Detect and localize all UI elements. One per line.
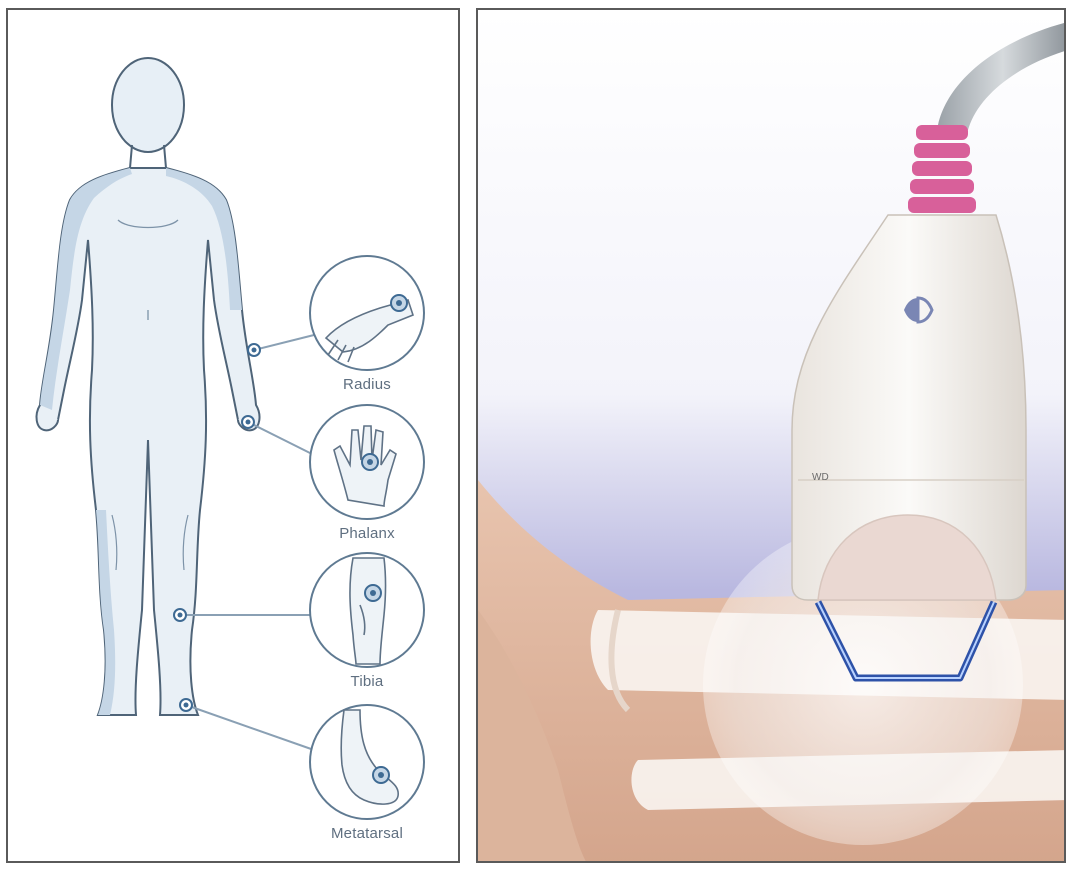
metatarsal-site bbox=[310, 705, 424, 819]
radius-label: Radius bbox=[297, 376, 437, 393]
radius-site bbox=[310, 256, 424, 370]
body-diagram-panel: Radius Phalanx Tibia Metatarsal bbox=[6, 8, 460, 863]
probe-strain-relief bbox=[908, 125, 976, 213]
tibia-site bbox=[310, 553, 424, 667]
tibia-label: Tibia bbox=[297, 673, 437, 690]
human-body-figure bbox=[37, 58, 260, 715]
body-figure-svg bbox=[8, 10, 460, 863]
probe-photo-panel: WD bbox=[476, 8, 1066, 863]
metatarsal-label: Metatarsal bbox=[297, 825, 437, 842]
probe-illustration-svg: WD bbox=[478, 10, 1066, 863]
phalanx-label: Phalanx bbox=[297, 525, 437, 542]
phalanx-site bbox=[310, 405, 424, 519]
probe-model-text: WD bbox=[812, 472, 829, 483]
lower-leg-icon bbox=[350, 558, 386, 664]
